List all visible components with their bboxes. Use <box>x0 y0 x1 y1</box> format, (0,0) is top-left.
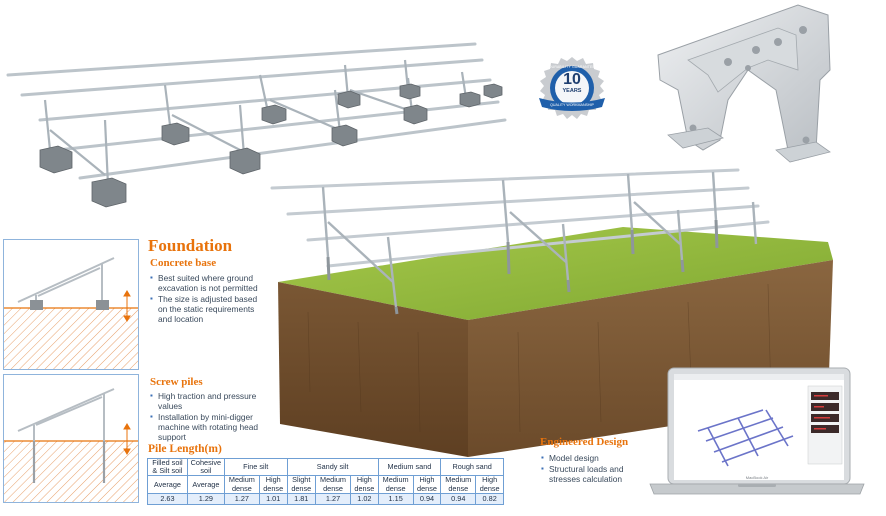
table-value-cell: 0.94 <box>412 492 442 505</box>
table-header-cell: Fine silt <box>223 457 288 477</box>
badge-years: YEARS <box>562 88 582 94</box>
table-subheader-cell: Medium dense <box>440 475 477 494</box>
table-value-cell: 0.82 <box>475 492 504 505</box>
table-header-cell: Rough sand <box>440 457 504 477</box>
foundation-title: Foundation <box>148 236 233 255</box>
badge-ribbon-text: QUALITY WORKMANSHIP <box>550 103 594 107</box>
concrete-base-bullets: Best suited where ground excavation is n… <box>150 273 268 325</box>
table-value-cell: 1.15 <box>377 492 414 505</box>
bullet-item: Structural loads and stresses calculatio… <box>541 464 653 484</box>
bullet-item: Installation by mini-digger machine with… <box>150 412 268 442</box>
table-subheader-cell: Average <box>147 475 188 494</box>
table-subheader-cell: High dense <box>412 475 442 494</box>
table-value-cell: 1.27 <box>223 492 260 505</box>
table-header-cell: Medium sand <box>377 457 442 477</box>
table-subheader-cell: Average <box>186 475 225 494</box>
aluminum-bracket-illustration <box>648 0 838 170</box>
pile-length-title: Pile Length(m) <box>148 443 222 455</box>
table-subheader-cell: Medium dense <box>223 475 260 494</box>
bullet-item: The size is adjusted based on the static… <box>150 294 268 324</box>
laptop-illustration: MacBook Air <box>648 366 866 502</box>
concrete-base-diagram <box>3 239 139 370</box>
table-row: 2.63 1.29 1.27 1.01 1.81 1.27 1.02 1.15 … <box>147 492 504 505</box>
screw-piles-title: Screw piles <box>150 376 203 388</box>
table-value-cell: 1.29 <box>186 492 225 505</box>
bullet-item: High traction and pressure values <box>150 391 268 411</box>
table-value-cell: 0.94 <box>440 492 477 505</box>
table-subheader-cell: Medium dense <box>315 475 352 494</box>
table-subheader-cell: Slight dense <box>286 475 317 494</box>
engineered-design-bullets: Model design Structural loads and stress… <box>541 453 653 485</box>
table-header-cell: Sandy silt <box>286 457 379 477</box>
table-value-cell: 1.27 <box>315 492 352 505</box>
table-subheader-cell: High dense <box>258 475 288 494</box>
warranty-badge: 10 YEARS DURABILITY GUARANTEE QUALITY WO… <box>533 55 611 125</box>
concrete-base-array-illustration <box>0 25 510 215</box>
screw-pile-diagram <box>3 374 139 503</box>
table-value-cell: 1.01 <box>258 492 288 505</box>
table-subheader-row: Average Average Medium dense High dense … <box>147 475 504 494</box>
table-value-cell: 2.63 <box>147 492 188 505</box>
laptop-brand-label: MacBook Air <box>745 475 769 480</box>
table-header-row: Filled soil & Silt soil Cohesive soil Fi… <box>147 457 504 477</box>
table-subheader-cell: Medium dense <box>377 475 414 494</box>
pile-length-table: Filled soil & Silt soil Cohesive soil Fi… <box>147 457 504 505</box>
screw-piles-bullets: High traction and pressure values Instal… <box>150 391 268 443</box>
table-header-cell: Cohesive soil <box>186 457 225 477</box>
bullet-item: Model design <box>541 453 653 463</box>
table-subheader-cell: High dense <box>475 475 504 494</box>
engineered-design-title: Engineered Design <box>540 436 629 448</box>
table-subheader-cell: High dense <box>350 475 379 494</box>
badge-number: 10 <box>563 71 581 88</box>
bullet-item: Best suited where ground excavation is n… <box>150 273 268 293</box>
table-header-cell: Filled soil & Silt soil <box>147 457 188 477</box>
concrete-base-title: Concrete base <box>150 257 217 269</box>
table-value-cell: 1.02 <box>350 492 379 505</box>
badge-arc-text: DURABILITY GUARANTEE <box>549 65 595 69</box>
table-value-cell: 1.81 <box>286 492 317 505</box>
